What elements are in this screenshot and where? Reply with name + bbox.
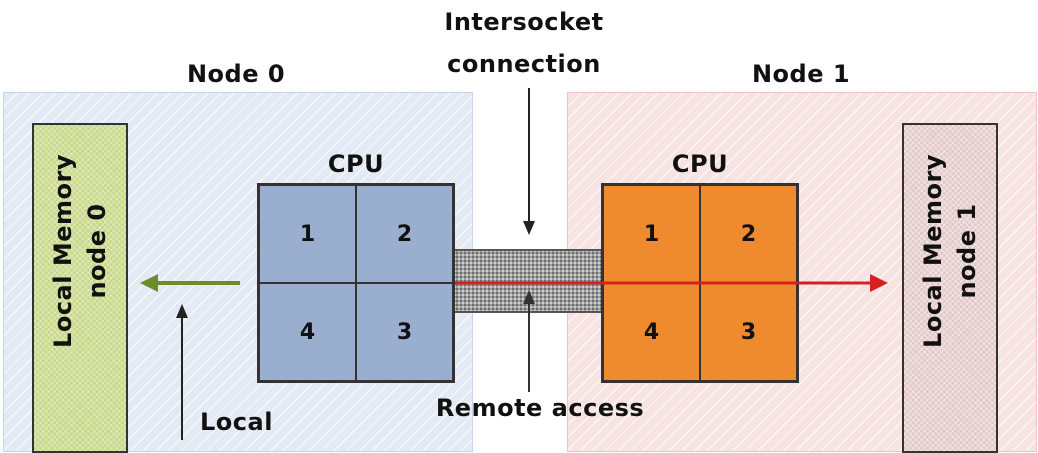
remote-pointer-arrow xyxy=(523,290,535,392)
intersocket-label-line2: connection xyxy=(447,50,601,78)
cpu-0-core: 1 xyxy=(259,185,356,283)
cpu-0-core: 4 xyxy=(259,283,356,381)
arrows-layer xyxy=(140,88,888,440)
local-access-arrow xyxy=(140,274,240,292)
remote-access-label: Remote access xyxy=(435,394,645,422)
node-1-title: Node 1 xyxy=(751,60,851,88)
cpu-0-core: 2 xyxy=(356,185,453,283)
remote-access-arrow xyxy=(455,274,888,292)
cpu-1-label: CPU xyxy=(671,150,729,178)
cpu-0-core: 3 xyxy=(356,283,453,381)
cpu-node-0: 1 2 4 3 xyxy=(257,183,455,383)
intersocket-label-line1: Intersocket xyxy=(444,8,604,36)
cpu-0-label: CPU xyxy=(327,150,385,178)
local-memory-node-1: Local Memory node 1 xyxy=(902,123,998,453)
local-memory-node-0: Local Memory node 0 xyxy=(32,123,128,453)
local-access-label: Local xyxy=(200,408,273,436)
node-0-title: Node 0 xyxy=(186,60,286,88)
intersocket-pointer-arrow xyxy=(523,88,535,235)
local-pointer-arrow xyxy=(176,304,188,440)
